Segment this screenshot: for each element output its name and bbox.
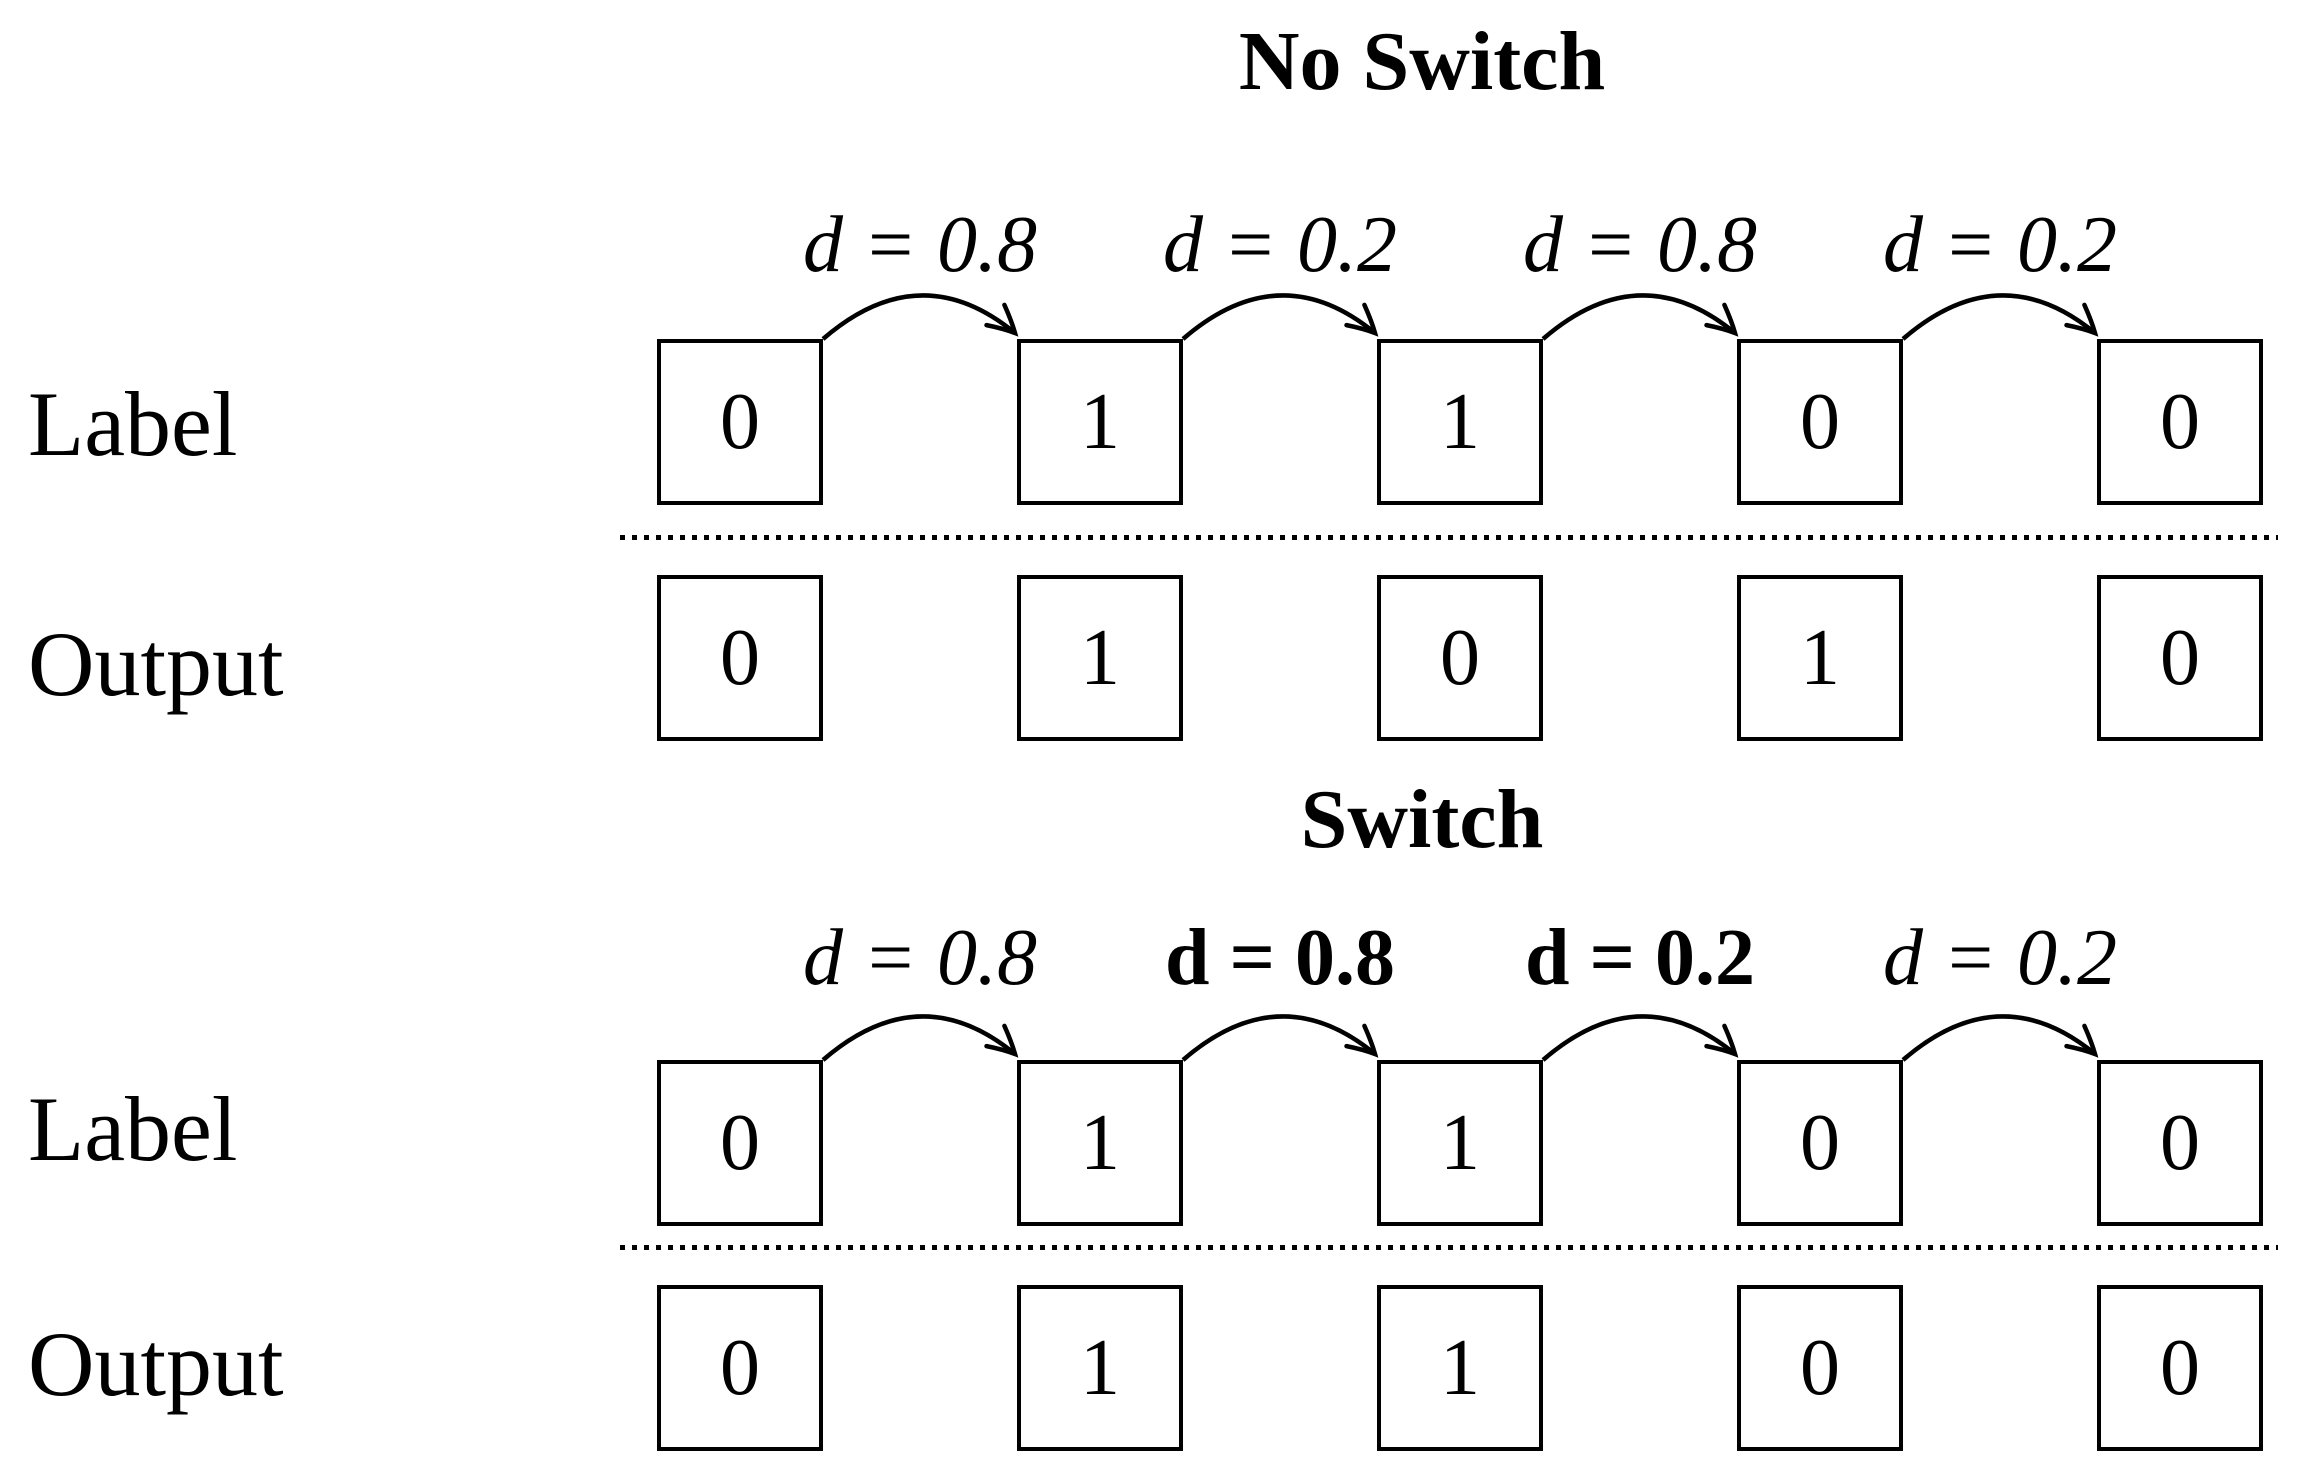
arrow-arc [1541, 1014, 1739, 1062]
label-cell: 0 [657, 1060, 823, 1226]
output-cell: 0 [2097, 1285, 2263, 1451]
dotted-separator [620, 535, 2278, 540]
section-title: No Switch [1238, 15, 1606, 108]
arc-distance-label: d = 0.8 [803, 914, 1037, 1002]
label-cell: 0 [1737, 339, 1903, 505]
arc-distance-label: d = 0.2 [1883, 201, 2117, 289]
label-cell: 0 [2097, 339, 2263, 505]
arc-distance-label: d = 0.2 [1163, 201, 1397, 289]
row-header-label: Label [28, 1078, 238, 1180]
output-cell: 1 [1377, 1285, 1543, 1451]
output-cell: 1 [1737, 575, 1903, 741]
output-cell: 0 [657, 1285, 823, 1451]
arc-distance-label: d = 0.8 [1523, 201, 1757, 289]
output-cell: 0 [2097, 575, 2263, 741]
output-cell: 1 [1017, 575, 1183, 741]
arrow-arc [1181, 1014, 1379, 1062]
arc-distance-label: d = 0.8 [803, 201, 1037, 289]
row-header-output: Output [28, 1313, 284, 1415]
label-cell: 0 [657, 339, 823, 505]
section-title: Switch [1300, 773, 1544, 866]
arrow-arc [821, 293, 1019, 341]
arrow-arc [1181, 293, 1379, 341]
label-cell: 1 [1017, 1060, 1183, 1226]
arc-distance-label-switched: d = 0.8 [1164, 914, 1396, 1002]
arc-distance-label: d = 0.2 [1883, 914, 2117, 1002]
arrow-arc [1901, 1014, 2099, 1062]
output-cell: 0 [1377, 575, 1543, 741]
row-header-output: Output [28, 613, 284, 715]
label-cell: 1 [1377, 1060, 1543, 1226]
output-cell: 1 [1017, 1285, 1183, 1451]
row-header-label: Label [28, 373, 238, 475]
label-cell: 1 [1377, 339, 1543, 505]
arrow-arc [1541, 293, 1739, 341]
output-cell: 0 [657, 575, 823, 741]
transition-arrows [821, 1014, 2099, 1062]
arrow-arc [1901, 293, 2099, 341]
output-cell: 0 [1737, 1285, 1903, 1451]
arc-distance-label-switched: d = 0.2 [1524, 914, 1756, 1002]
dotted-separator [620, 1245, 2278, 1250]
label-cell: 0 [1737, 1060, 1903, 1226]
label-cell: 0 [2097, 1060, 2263, 1226]
arrow-arc [821, 1014, 1019, 1062]
transition-arrows [821, 293, 2099, 341]
label-cell: 1 [1017, 339, 1183, 505]
